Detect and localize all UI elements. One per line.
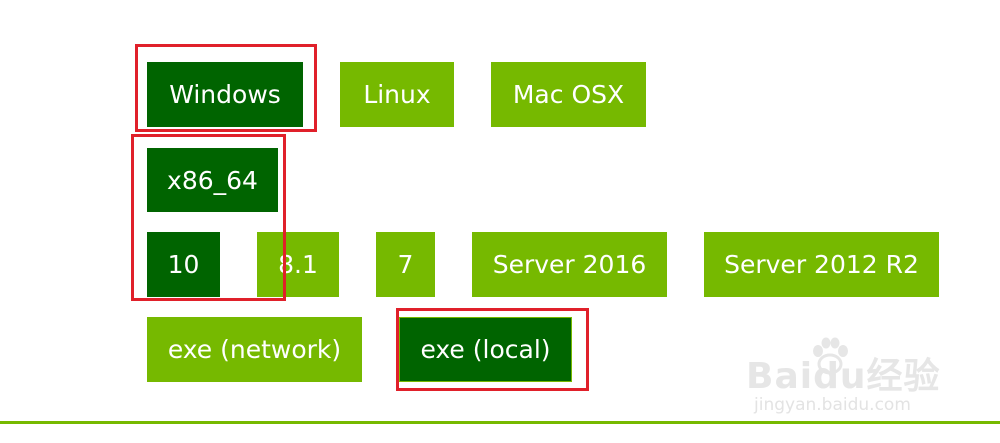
watermark-logo: Baidu经验 (746, 356, 941, 397)
os-option-mac-osx[interactable]: Mac OSX (491, 62, 646, 127)
version-option-server-2012-r2[interactable]: Server 2012 R2 (704, 232, 939, 297)
os-option-linux[interactable]: Linux (340, 62, 454, 127)
installer-option-exe-network[interactable]: exe (network) (147, 317, 362, 382)
os-option-windows[interactable]: Windows (147, 62, 303, 127)
version-option-10[interactable]: 10 (147, 232, 220, 297)
baidu-paw-icon (813, 337, 848, 375)
version-option-server-2016[interactable]: Server 2016 (472, 232, 667, 297)
watermark: Baidu经验 jingyan.baidu.com (746, 335, 956, 425)
arch-option-x86-64[interactable]: x86_64 (147, 148, 278, 212)
version-option-8-1[interactable]: 8.1 (257, 232, 339, 297)
version-option-7[interactable]: 7 (376, 232, 435, 297)
bottom-divider (0, 421, 1000, 424)
watermark-url: jingyan.baidu.com (754, 395, 911, 415)
installer-option-exe-local[interactable]: exe (local) (399, 317, 572, 382)
